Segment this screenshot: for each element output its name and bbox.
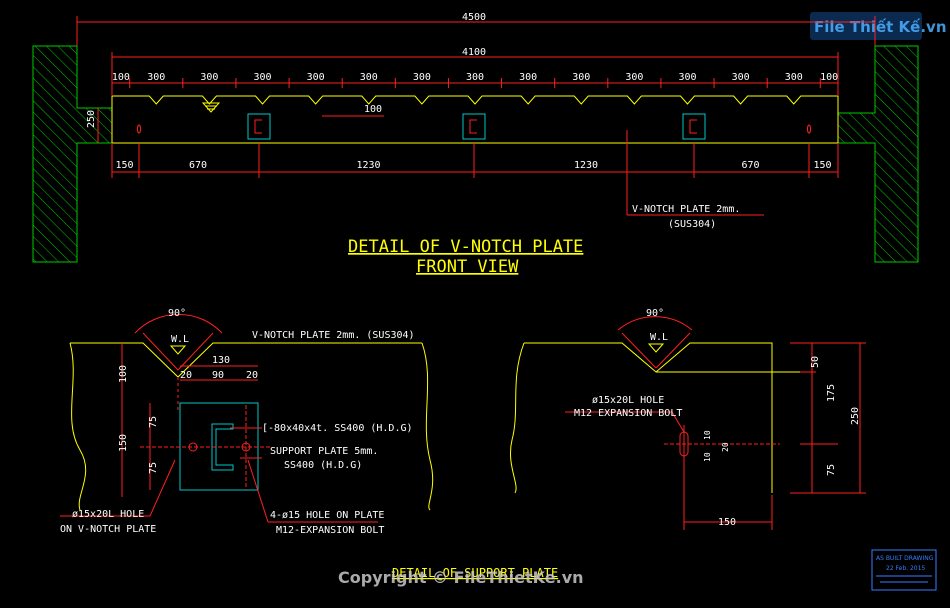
dim-50: 50 xyxy=(810,356,821,368)
support-title: DETAIL OF SUPPORT PLATE xyxy=(392,566,558,580)
notch-dim-label: 300 xyxy=(519,72,537,83)
front-title-line2: FRONT VIEW xyxy=(416,257,519,277)
notch-dim-label: 300 xyxy=(360,72,378,83)
dim-overall: 4500 xyxy=(462,12,486,23)
side-angle: 90° xyxy=(646,308,664,319)
dim-75a: 75 xyxy=(148,416,159,428)
notch-dim-label: 300 xyxy=(200,72,218,83)
notch-dim-label: 100 xyxy=(112,72,130,83)
support-hole-line2: ON V-NOTCH PLATE xyxy=(60,524,156,535)
support-bolt-line1: 4-ø15 HOLE ON PLATE xyxy=(270,510,384,521)
dim-notch-depth: 100 xyxy=(364,104,382,115)
dim-130: 130 xyxy=(212,355,230,366)
svg-text:22 Feb. 2015: 22 Feb. 2015 xyxy=(886,565,925,572)
dim-250: 250 xyxy=(850,407,861,425)
front-title-line1: DETAIL OF V-NOTCH PLATE xyxy=(348,237,583,257)
right-wall xyxy=(837,45,919,263)
support-plate-label: V-NOTCH PLATE 2mm. (SUS304) xyxy=(252,330,415,341)
dim-side-150: 150 xyxy=(718,517,736,528)
bottom-dim-label: 670 xyxy=(742,160,760,171)
channel-spec: [-80x40x4t. SS400 (H.D.G) xyxy=(262,423,413,434)
bottom-dim-label: 670 xyxy=(189,160,207,171)
notch-dim-label: 300 xyxy=(413,72,431,83)
side-detail: 90° W.L ø15x20L HOLE M12 EXPANSION BOLT … xyxy=(510,308,866,530)
notch-dim-label: 300 xyxy=(572,72,590,83)
notch-dim-label: 300 xyxy=(625,72,643,83)
bottom-dim-label: 1230 xyxy=(357,160,381,171)
notch-dim-label: 300 xyxy=(307,72,325,83)
side-hole-line1: ø15x20L HOLE xyxy=(592,395,664,406)
dim-10b: 10 xyxy=(703,452,712,462)
notch-dims: 100 300 300 300 300 300 300 300 300 300 300 300 300 3… xyxy=(112,72,838,88)
support-channel xyxy=(247,113,706,140)
dim-75b: 75 xyxy=(148,462,159,474)
support-plate-line2: SS400 (H.D.G) xyxy=(284,460,362,471)
copyright-watermark: Copyright © FileThietKe.vn xyxy=(338,568,584,587)
dim-plate: 4100 xyxy=(462,47,486,58)
side-wl: W.L xyxy=(650,332,668,343)
bottom-dims: 150 670 1230 1230 670 150 xyxy=(116,160,832,171)
water-level-icon xyxy=(647,343,665,353)
dim-20b: 20 xyxy=(246,370,258,381)
notch-dim-label: 300 xyxy=(678,72,696,83)
dim-75: 75 xyxy=(826,464,837,476)
support-angle: 90° xyxy=(168,308,186,319)
bottom-dim-label: 150 xyxy=(814,160,832,171)
notch-dim-label: 300 xyxy=(785,72,803,83)
notch-dim-label: 300 xyxy=(254,72,272,83)
dim-100: 100 xyxy=(118,365,129,383)
dim-150: 150 xyxy=(118,434,129,452)
svg-text:AS BUILT DRAWING: AS BUILT DRAWING xyxy=(876,555,934,562)
bottom-dim-label: 1230 xyxy=(574,160,598,171)
v-notch-plate xyxy=(112,95,838,105)
dim-175: 175 xyxy=(826,384,837,402)
dim-side: 250 xyxy=(86,110,97,128)
as-built-stamp: AS BUILT DRAWING 22 Feb. 2015 xyxy=(871,549,937,591)
notch-dim-label: 100 xyxy=(820,72,838,83)
front-view: 4500 4100 100 300 300 300 300 300 300 300 300 300… xyxy=(32,12,919,277)
notch-dim-label: 300 xyxy=(466,72,484,83)
support-bolt-line2: M12-EXPANSION BOLT xyxy=(276,525,384,536)
notch-dim-label: 300 xyxy=(732,72,750,83)
callout-plate-line2: (SUS304) xyxy=(668,219,716,230)
support-detail: 90° W.L V-NOTCH PLATE 2mm. (SUS304) 130 … xyxy=(60,308,558,580)
notch-dim-label: 300 xyxy=(147,72,165,83)
dim-90: 90 xyxy=(212,370,224,381)
left-wall xyxy=(32,45,113,263)
bottom-dim-label: 150 xyxy=(116,160,134,171)
side-hole-line2: M12 EXPANSION BOLT xyxy=(574,408,682,419)
dim-10a: 10 xyxy=(703,430,712,440)
callout-plate-line1: V-NOTCH PLATE 2mm. xyxy=(632,204,740,215)
dim-20: 20 xyxy=(721,442,730,452)
support-plate-line1: SUPPORT PLATE 5mm. xyxy=(270,446,378,457)
water-level-icon xyxy=(201,102,221,113)
support-hole-line1: ø15x20L HOLE xyxy=(72,509,144,520)
water-level-icon xyxy=(169,345,187,355)
support-wl: W.L xyxy=(171,334,189,345)
svg-text:File Thiết Kế.vn: File Thiết Kế.vn xyxy=(814,17,947,36)
dim-20a: 20 xyxy=(180,370,192,381)
watermark-logo: File Thiết Kế.vn xyxy=(810,12,947,40)
